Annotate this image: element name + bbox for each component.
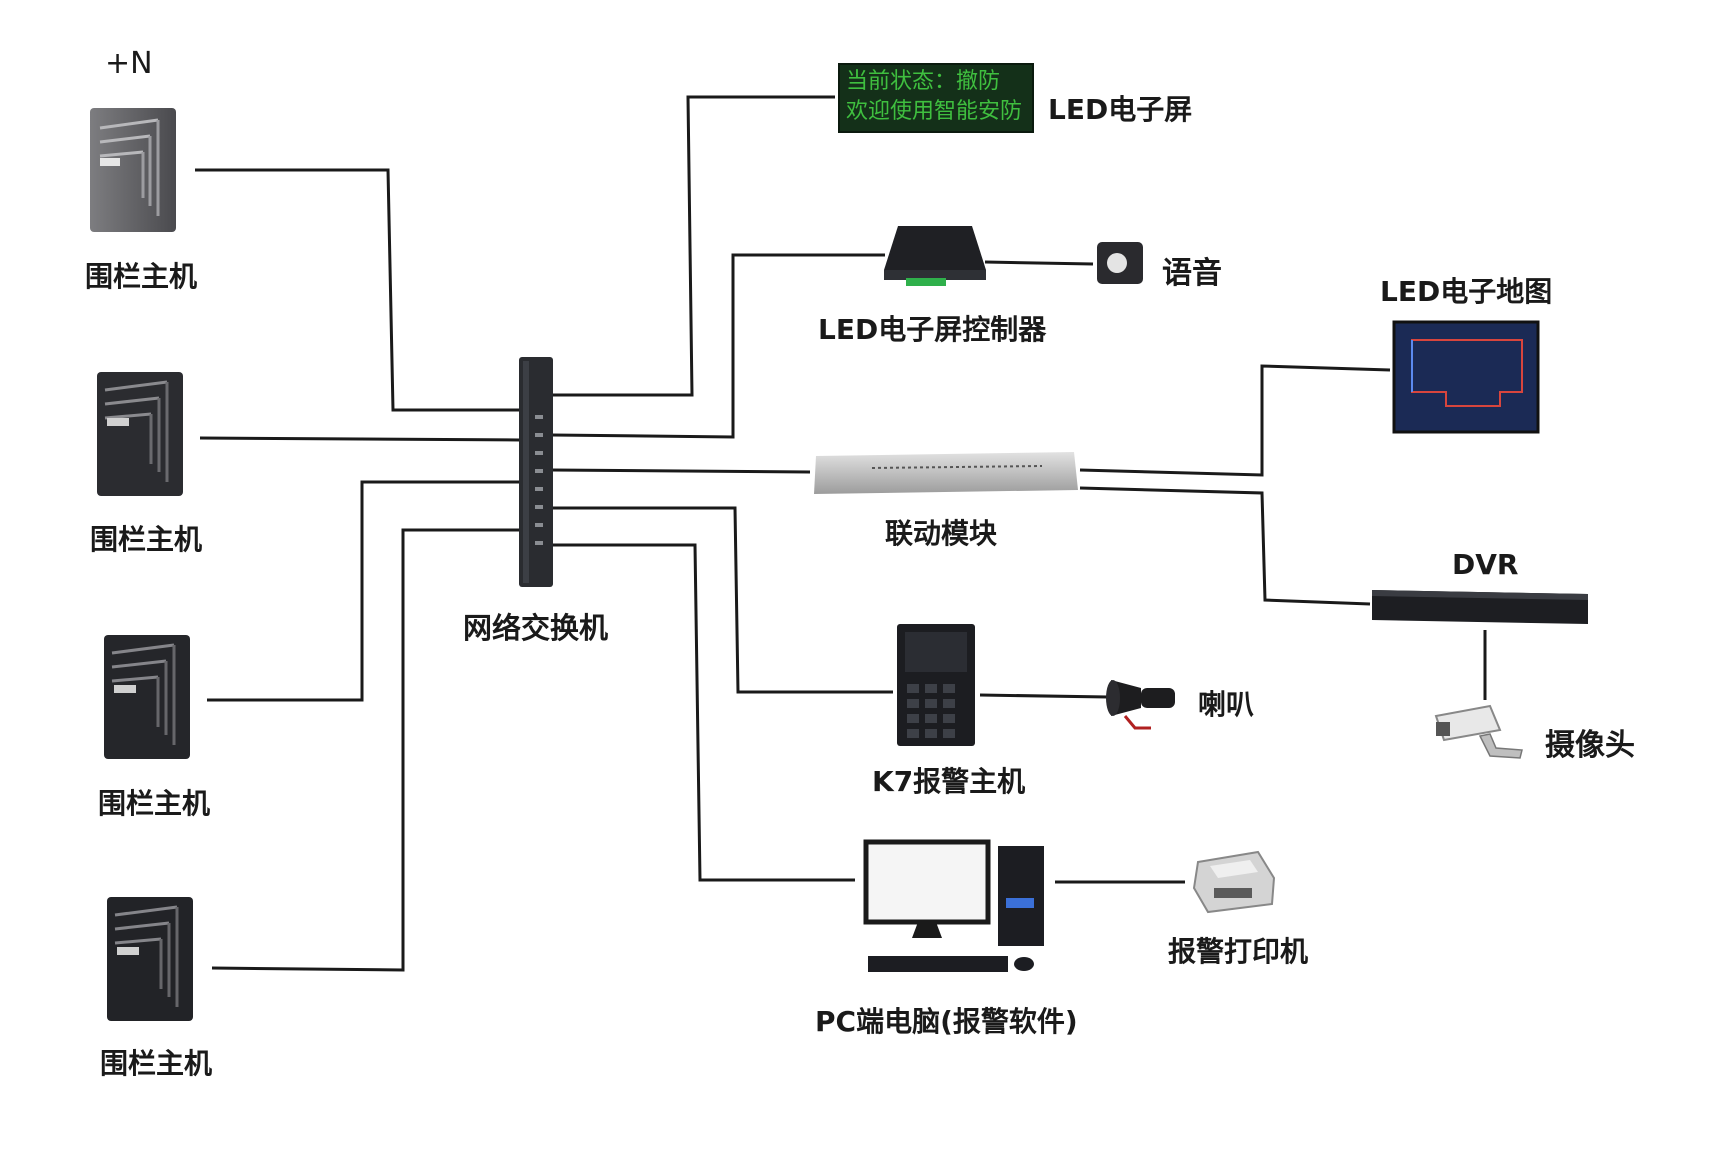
wire-link-module [551,468,811,474]
wire-horn [979,693,1109,699]
led-controller [880,222,990,290]
wire-led-controller [551,253,885,439]
fence-host-icon [97,372,183,496]
led-screen-line-1: 当前状态：撤防 [846,69,1001,94]
fence-host-3 [102,633,194,763]
fence-host-1-label: 围栏主机 [85,260,198,293]
switch-icon [519,357,553,587]
fence-host-icon [107,897,193,1021]
led-screen-line-2: 欢迎使用智能安防 [846,99,1023,124]
fence-count-label: +N [105,46,153,81]
wire-pc [552,543,855,882]
map-screen-icon [1392,320,1540,434]
fence-host-3-label: 围栏主机 [98,787,211,820]
link-module-label: 联动模块 [885,517,998,550]
fence-host-icon [104,635,190,759]
voice-module [1095,240,1145,286]
k7-alarm-host-label: K7报警主机 [872,765,1026,798]
network-switch [515,355,557,590]
fence-host-2 [95,370,187,500]
dvr [1370,582,1590,632]
led-map [1392,320,1540,436]
pc-label: PC端电脑(报警软件) [815,1005,1078,1038]
printer [1188,848,1278,916]
voice-label: 语音 [1162,256,1222,291]
wire-dvr [1079,486,1371,606]
wire-k7 [552,506,893,694]
wire-fence-2 [199,436,521,442]
k7-alarm-host [895,622,977,748]
dvr-label: DVR [1452,548,1519,581]
rack-module-icon [814,452,1078,494]
pc [862,838,1047,978]
fence-host-icon [90,108,176,232]
computer-icon [863,839,1044,972]
led-screen: 当前状态：撤防 欢迎使用智能安防 [838,63,1034,133]
controller-icon [884,226,986,286]
camera [1430,700,1526,766]
wire-fence-4 [211,528,520,972]
led-map-label: LED电子地图 [1380,275,1553,308]
keypad-panel-icon [897,624,975,746]
horn-icon [1106,680,1175,730]
fence-host-2-label: 围栏主机 [90,523,203,556]
wire-fence-3 [207,480,520,702]
fence-host-4-label: 围栏主机 [100,1047,213,1080]
camera-icon [1434,704,1523,759]
horn [1105,658,1183,736]
link-module [812,448,1080,498]
wire-led-screen [552,95,835,397]
dvr-icon [1372,590,1588,624]
printer-label: 报警打印机 [1168,935,1309,968]
network-switch-label: 网络交换机 [463,611,609,645]
horn-label: 喇叭 [1198,688,1255,721]
wire-fence-1 [195,168,520,412]
led-controller-label: LED电子屏控制器 [818,313,1047,346]
led-screen-label: LED电子屏 [1048,93,1193,126]
wire-voice [984,260,1094,266]
fence-host-4 [105,895,197,1025]
printer-icon [1192,850,1276,914]
camera-label: 摄像头 [1545,728,1635,763]
fence-host-1 [88,106,180,236]
wire-map [1079,364,1391,477]
speaker-box-icon [1097,242,1143,284]
